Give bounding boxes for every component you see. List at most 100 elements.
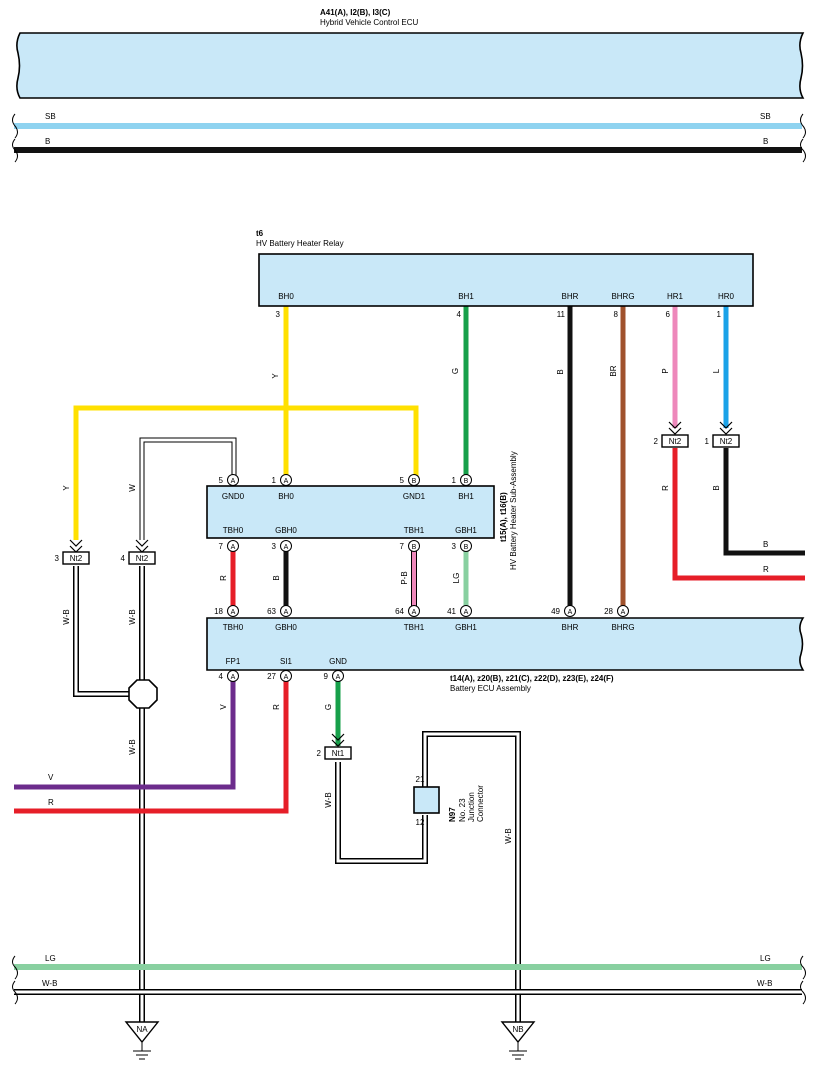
heater-conn-circle bbox=[460, 540, 472, 552]
heater-top-pins: GND0 BH0 GND1 BH1 A A B B 5 1 5 1 bbox=[219, 474, 474, 501]
junction-wb-color: W-B bbox=[504, 828, 513, 843]
relay-pin-bhrg: BHRG bbox=[611, 292, 634, 301]
battery-ecu-bottom-pin-num: 9 bbox=[324, 672, 329, 681]
nt2-mid-connector: Nt2 4 bbox=[121, 539, 156, 565]
heater-code: t15(A), t16(B) bbox=[499, 492, 508, 542]
heater-pin-gbh1: GBH1 bbox=[455, 526, 477, 535]
battery-ecu-conn-circle bbox=[280, 670, 292, 682]
battery-ecu-pin-gbh1: GBH1 bbox=[455, 623, 477, 632]
b-break-right bbox=[800, 138, 806, 163]
battery-ecu-pin-tbh0: TBH0 bbox=[223, 623, 244, 632]
wb-break-right bbox=[800, 980, 806, 1005]
wire-w-fill bbox=[140, 438, 236, 540]
wire-junction-wb bbox=[423, 732, 520, 1022]
battery-ecu-conn-letter: A bbox=[231, 674, 236, 681]
battery-ecu-pin-bhrg: BHRG bbox=[611, 623, 634, 632]
heater-conn-circle bbox=[280, 540, 292, 552]
heater-top-pin-num: 5 bbox=[219, 476, 224, 485]
nt2-left-wb-color: W-B bbox=[62, 609, 71, 624]
junction-connector-box bbox=[413, 786, 440, 814]
battery-ecu-top-pin-num: 18 bbox=[214, 607, 223, 616]
heater-pin-bh1: BH1 bbox=[458, 492, 474, 501]
si1-color: R bbox=[272, 704, 281, 710]
battery-ecu-pin-gnd: GND bbox=[329, 657, 347, 666]
wire-y-left bbox=[73, 405, 286, 540]
nt2-hr0-label: Nt2 bbox=[720, 437, 733, 446]
battery-ecu-box bbox=[206, 617, 805, 671]
heater-pin-gnd0: GND0 bbox=[222, 492, 245, 501]
relay-pin-hr0: HR0 bbox=[718, 292, 735, 301]
battery-ecu-code: t14(A), z20(B), z21(C), z22(D), z23(E), … bbox=[450, 674, 614, 683]
gbh1-color: LG bbox=[452, 573, 461, 584]
battery-ecu-bottom-pin-num: 4 bbox=[219, 672, 224, 681]
out-b-label: B bbox=[763, 540, 768, 549]
wb-break-left bbox=[12, 980, 18, 1005]
battery-ecu-bottom-pin-num: 27 bbox=[267, 672, 276, 681]
battery-ecu-conn-letter: A bbox=[336, 674, 341, 681]
nt1-wb-color: W-B bbox=[324, 792, 333, 807]
bh0-color: Y bbox=[271, 373, 280, 379]
relay-box bbox=[258, 253, 754, 307]
heater-conn-letter: A bbox=[284, 544, 289, 551]
relay-pin-hr1: HR1 bbox=[667, 292, 684, 301]
lg-break-left bbox=[12, 955, 18, 980]
wire-nt1-wb-outline bbox=[335, 762, 428, 864]
heater-bottom-pin-num: 7 bbox=[400, 542, 405, 551]
heater-bottom-pin-num: 3 bbox=[272, 542, 277, 551]
heater-conn-letter: B bbox=[464, 544, 469, 551]
heater-name: HV Battery Heater Sub-Assembly bbox=[509, 451, 518, 570]
nt2-left-label: Nt2 bbox=[70, 554, 83, 563]
battery-ecu-conn-letter: A bbox=[231, 609, 236, 616]
heater-top-pin-num: 1 bbox=[452, 476, 457, 485]
wire-y-gnd1 bbox=[286, 405, 419, 476]
lg-left-label: LG bbox=[45, 954, 56, 963]
nt2-mid-wb-color: W-B bbox=[128, 609, 137, 624]
wire-hr0-out bbox=[723, 448, 805, 556]
ecu-code: A41(A), I2(B), I3(C) bbox=[320, 8, 391, 17]
battery-ecu-pin-bhr: BHR bbox=[562, 623, 579, 632]
battery-ecu-conn-circle bbox=[617, 605, 629, 617]
wire-si1 bbox=[14, 680, 289, 814]
heater-pin-tbh1: TBH1 bbox=[404, 526, 425, 535]
hr0-out-color: B bbox=[712, 485, 721, 490]
heater-conn-letter: B bbox=[412, 478, 417, 485]
relay-name: HV Battery Heater Relay bbox=[256, 239, 344, 248]
battery-ecu-top-pin-num: 49 bbox=[551, 607, 560, 616]
gnd0-w-color: W bbox=[128, 484, 137, 492]
heater-conn-circle bbox=[227, 474, 239, 486]
r-left-label: R bbox=[48, 798, 54, 807]
tbh1-color: P-B bbox=[400, 571, 409, 584]
relay-pin-bh0: BH0 bbox=[278, 292, 294, 301]
battery-ecu-top-pin-num: 28 bbox=[604, 607, 613, 616]
ground-na-label: NA bbox=[136, 1025, 148, 1034]
battery-ecu-conn-circle bbox=[564, 605, 576, 617]
bhrg-color: BR bbox=[609, 365, 618, 376]
battery-ecu-pin-gbh0: GBH0 bbox=[275, 623, 297, 632]
wire-wb-left-outline bbox=[73, 566, 132, 697]
heater-pin-bh0: BH0 bbox=[278, 492, 294, 501]
ground-nb: NB bbox=[500, 1021, 536, 1060]
heater-box bbox=[206, 485, 495, 539]
left-y-color: Y bbox=[62, 485, 71, 491]
heater-conn-letter: B bbox=[464, 478, 469, 485]
nt1-connector: Nt1 2 bbox=[317, 733, 352, 760]
nt2-mid-pin: 4 bbox=[121, 554, 126, 563]
splice-octagon bbox=[128, 679, 158, 709]
ground-na: NA bbox=[124, 1021, 160, 1060]
bhr-color: B bbox=[556, 369, 565, 374]
junction-pin-top: 21 bbox=[416, 775, 425, 784]
nt2-mid-label: Nt2 bbox=[136, 554, 149, 563]
gnd-color: G bbox=[324, 704, 333, 710]
heater-conn-circle bbox=[280, 474, 292, 486]
b-left-label: B bbox=[45, 137, 50, 146]
battery-ecu-name: Battery ECU Assembly bbox=[450, 684, 531, 693]
relay-pins: BH0 BH1 BHR BHRG HR1 HR0 3 4 11 8 6 1 bbox=[276, 292, 735, 319]
v-left-label: V bbox=[48, 773, 54, 782]
hr0-color: L bbox=[712, 368, 721, 373]
nt2-hr1-label: Nt2 bbox=[669, 437, 682, 446]
wire-junction-wb-outline bbox=[422, 731, 521, 1022]
splice-wb-color: W-B bbox=[128, 739, 137, 754]
junction-pin-bottom: 12 bbox=[416, 818, 425, 827]
nt2-hr0-connector: Nt2 1 bbox=[705, 421, 740, 448]
